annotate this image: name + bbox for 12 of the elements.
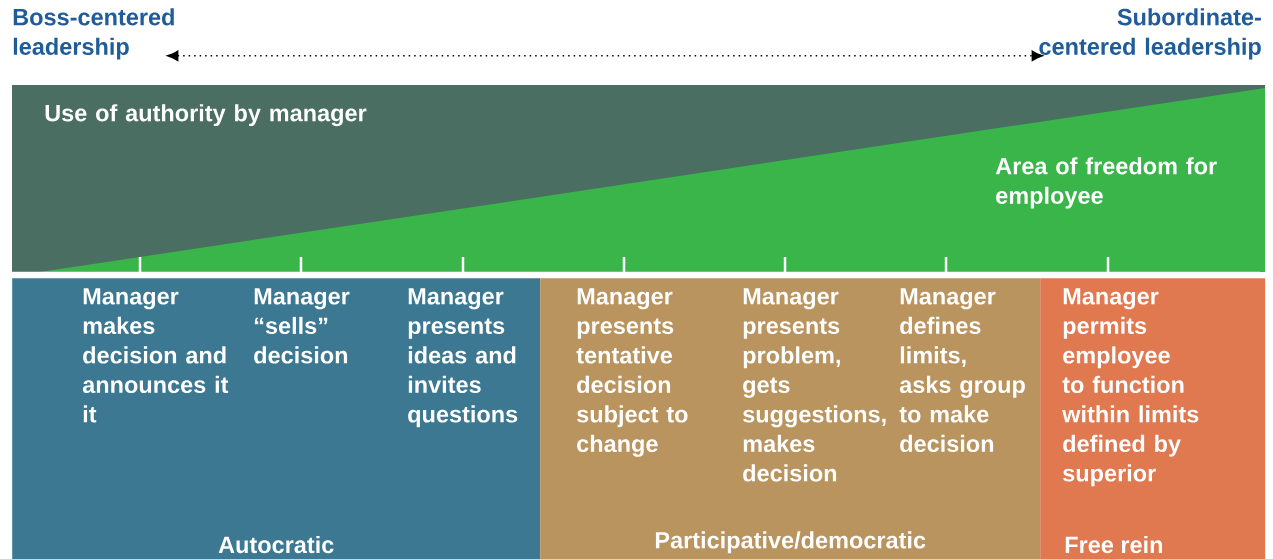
behavior-text: Manager makes decision and announces it it xyxy=(82,288,229,423)
behavior-text: Manager presents tentative decision subject to change xyxy=(576,288,688,457)
area-label: Area of freedom for employee xyxy=(995,157,1217,209)
dotted-arrow xyxy=(167,50,1043,62)
behavior-text: Manager permits employee to function within limits defined by superior xyxy=(1062,288,1199,487)
behavior-text: Manager presents ideas and invites questions xyxy=(408,288,518,428)
behavior-text: Manager “sells” decision xyxy=(254,288,350,364)
scale-end-label: Boss-centered leadership xyxy=(13,8,174,60)
scale-end-label: Subordinate-centered leadership xyxy=(1039,8,1261,60)
behavior-text: Manager defines limits, asks group to make decision xyxy=(899,288,1025,453)
area-label: Use of authority by manager xyxy=(45,104,367,127)
behavior-text: Manager presents problem, gets suggestions, makes decision xyxy=(743,288,886,482)
